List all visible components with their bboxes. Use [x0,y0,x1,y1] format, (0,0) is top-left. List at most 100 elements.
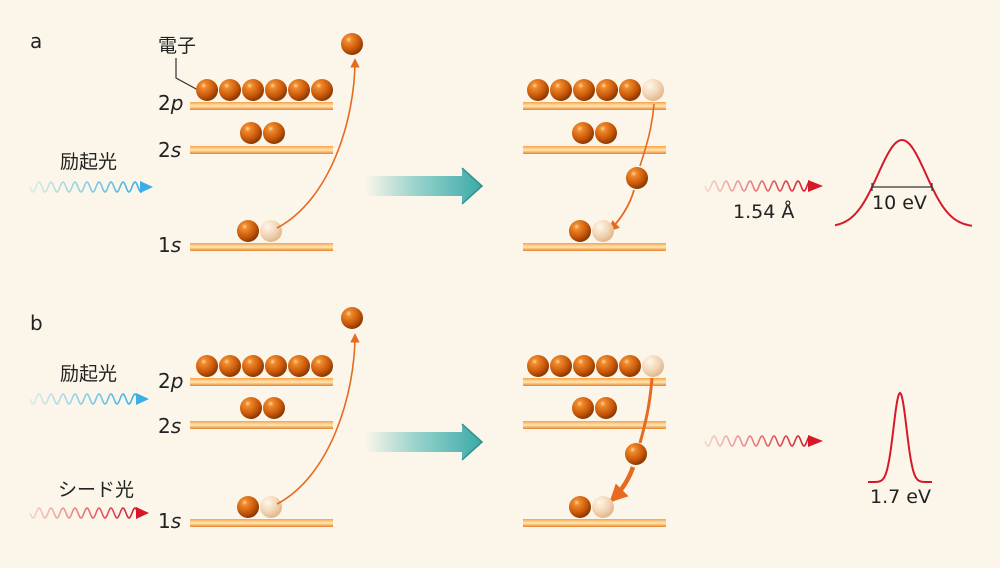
emission-wave-b [704,435,811,447]
panel-a: a 電子 2p 2s 1s 励起光 [29,29,973,257]
level-2p-bar-a2 [523,102,666,110]
panel-a-label: a [30,29,42,53]
electron [550,79,572,101]
electron [572,122,594,144]
excitation-wave-b [29,393,139,405]
electron-1s-a2 [569,220,591,242]
falling-electron-a [626,167,648,189]
ejected-electron-b [341,307,363,329]
electron [527,79,549,101]
excitation-label-a: 励起光 [60,151,117,173]
electron-leader-line [175,58,199,91]
level-2s-label-b: 2s [158,414,181,438]
electron [265,79,287,101]
broad-spectrum-curve [834,138,973,227]
level-1s-label: 1s [158,233,181,257]
electron-1s-b1 [237,496,259,518]
process-arrow-b [365,424,482,460]
electron-label: 電子 [158,35,196,57]
emission-wave-a [704,180,811,192]
falling-electron-b [625,443,647,465]
electrons-2p-b1 [196,355,333,377]
width-label-a: 10 eV [872,192,927,214]
hole-1s-a1 [260,220,282,242]
electrons-2s-b1 [240,397,285,419]
electrons-2p-a2 [527,79,664,101]
decay-arrow-a [608,189,635,232]
electron [595,397,617,419]
electron [619,79,641,101]
electron [242,79,264,101]
wavelength-label: 1.54 Å [733,200,794,223]
level-2s-bar-b2 [523,421,666,429]
electrons-2s-b2 [572,397,617,419]
decay-path-top-b [638,377,654,444]
electron-1s-a1 [237,220,259,242]
electrons-2p-b2 [527,355,664,377]
electron [240,122,262,144]
ionization-arrow-a [276,58,360,229]
hole-1s-b1 [260,496,282,518]
excitation-arrowhead-a [140,181,153,193]
hole-2p-a2 [642,79,664,101]
electron [263,122,285,144]
electrons-2p-a1 [196,79,333,101]
level-2p-bar-a1 [190,102,333,110]
electron [596,355,618,377]
electron [311,355,333,377]
width-label-b: 1.7 eV [870,486,931,508]
electron [311,79,333,101]
excitation-arrowhead-b [136,393,149,405]
seed-wave [29,507,139,519]
panel-b-label: b [30,311,43,335]
electron [288,79,310,101]
decay-path-top-a [639,103,655,167]
electron [573,79,595,101]
electron [242,355,264,377]
electron [263,397,285,419]
electron-1s-b2 [569,496,591,518]
electron [596,79,618,101]
electron [196,355,218,377]
ejected-electron-a [341,33,363,55]
electron [240,397,262,419]
electron [219,355,241,377]
electron [573,355,595,377]
electrons-2s-a1 [240,122,285,144]
electron [196,79,218,101]
electrons-2s-a2 [572,122,617,144]
stimulated-decay-arrow-b [609,466,636,503]
level-2s-label: 2s [158,138,181,162]
level-2p-label: 2p [158,91,183,115]
level-1s-bar-b2 [523,519,666,527]
electron [550,355,572,377]
process-arrowhead-outline-a [461,167,484,205]
electron [288,355,310,377]
level-1s-label-b: 1s [158,509,181,533]
ionization-arrow-b [276,333,360,505]
seed-arrowhead [136,507,149,519]
electron [572,397,594,419]
hole-1s-b2 [592,496,614,518]
electron [219,79,241,101]
narrow-spectrum-curve [868,391,932,483]
excitation-wave-a [29,181,143,193]
electron [265,355,287,377]
electron [619,355,641,377]
level-1s-bar-a2 [523,243,666,251]
level-1s-bar-b1 [190,519,333,527]
level-2s-bar-a1 [190,146,333,154]
electron [527,355,549,377]
level-1s-bar-a1 [190,243,333,251]
hole-2p-b2 [642,355,664,377]
process-arrow-a [365,168,482,204]
level-2s-bar-b1 [190,421,333,429]
emission-arrowhead-b [808,435,823,447]
level-2p-label-b: 2p [158,369,183,393]
process-arrowhead-outline-b [461,423,484,461]
panel-b: b 2p 2s 1s 励起光 シード光 [29,307,932,533]
level-2p-bar-b1 [190,378,333,386]
emission-arrowhead-a [808,180,823,192]
